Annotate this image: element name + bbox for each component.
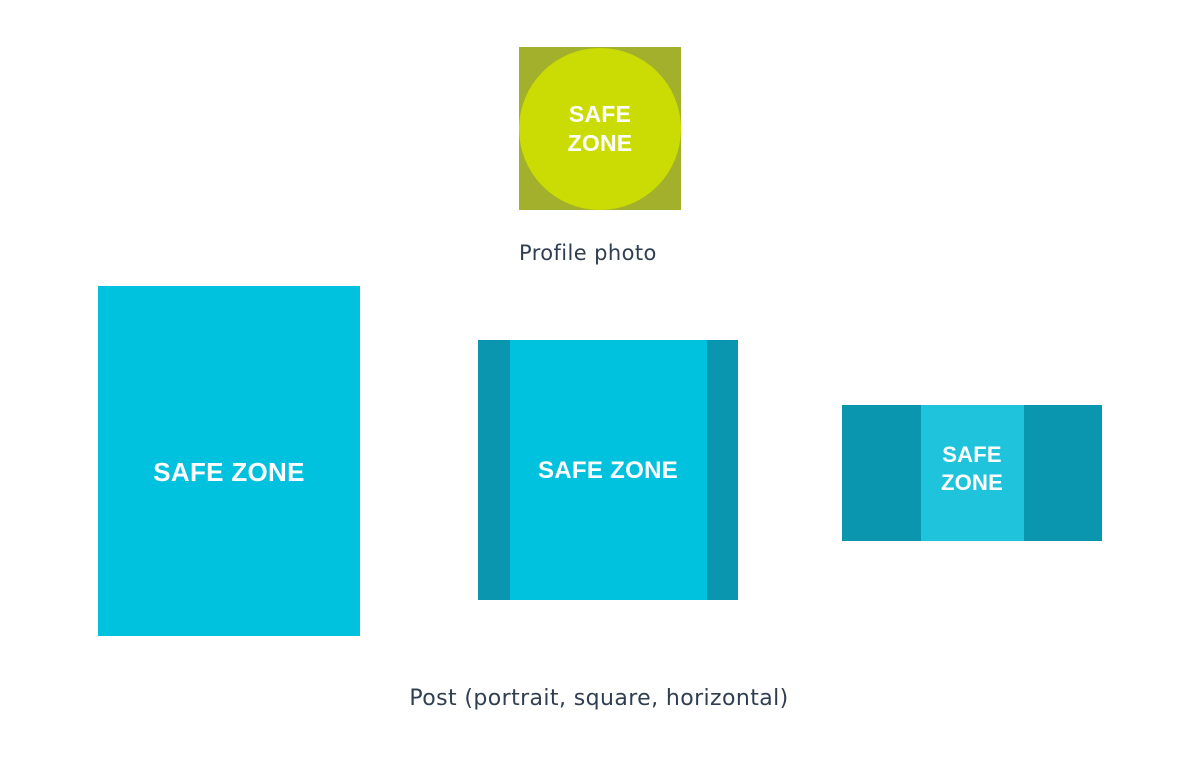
post-portrait-block: SAFE ZONE: [98, 286, 360, 636]
post-caption: Post (portrait, square, horizontal): [409, 686, 789, 711]
post-square-label-wrap: SAFE ZONE: [478, 457, 738, 485]
profile-safe-zone-label: SAFE ZONE: [567, 101, 633, 156]
profile-photo-frame: SAFE ZONE: [519, 47, 681, 210]
post-square-safe-band: [510, 340, 707, 600]
post-square-block: SAFE ZONE: [478, 340, 738, 600]
post-square-safe-zone-label: SAFE ZONE: [537, 457, 679, 484]
post-horizontal-safe-band: [921, 405, 1024, 541]
profile-photo-safe-circle: SAFE ZONE: [519, 47, 681, 210]
post-portrait-safe-zone-label: SAFE ZONE: [153, 457, 305, 487]
profile-photo-group: SAFE ZONE: [519, 47, 681, 210]
post-caption-wrap: Post (portrait, square, horizontal): [0, 686, 1200, 711]
post-portrait-label-wrap: SAFE ZONE: [98, 457, 360, 488]
post-horizontal-label-wrap: SAFE ZONE: [842, 441, 1102, 497]
post-horizontal-block: SAFE ZONE: [842, 405, 1102, 541]
profile-photo-caption: Profile photo: [519, 241, 657, 265]
profile-photo-caption-wrap: Profile photo: [519, 241, 681, 265]
post-horizontal-safe-zone-label: SAFE ZONE: [941, 442, 1003, 496]
